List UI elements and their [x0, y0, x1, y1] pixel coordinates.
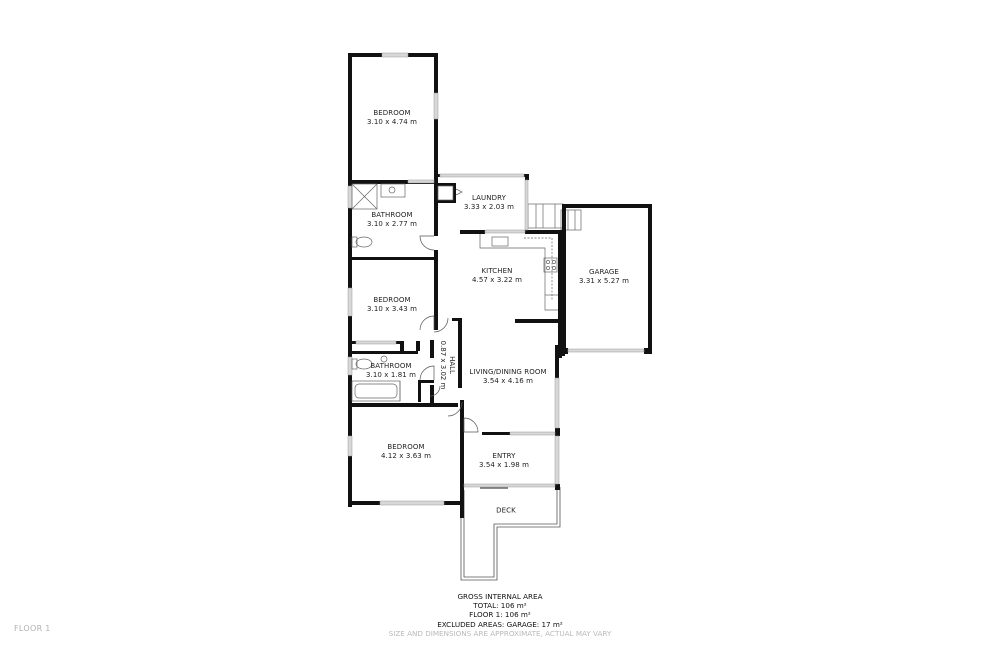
fixtures: [351, 183, 558, 489]
windows: [347, 52, 645, 506]
room-dims: 3.54 x 1.98 m: [478, 461, 530, 469]
area-excluded: EXCLUDED AREAS: GARAGE: 17 m²: [437, 619, 563, 629]
room-name: LAUNDRY: [471, 194, 506, 202]
room-name: BEDROOM: [387, 443, 425, 451]
room-name: BEDROOM: [373, 109, 411, 117]
floor-label: FLOOR 1: [14, 624, 51, 633]
room-dims: 4.57 x 3.22 m: [471, 276, 523, 284]
room-dims: 3.33 x 2.03 m: [463, 203, 515, 211]
room-name: BATHROOM: [370, 362, 412, 370]
room-bathroom-1: BATHROOM 3.10 x 2.77 m: [367, 211, 417, 229]
room-hall: HALL 0.87 x 3.02 m: [438, 341, 456, 390]
room-laundry: LAUNDRY 3.33 x 2.03 m: [464, 194, 514, 212]
room-dims: 3.10 x 2.77 m: [366, 220, 418, 228]
room-dims: 3.54 x 4.16 m: [482, 377, 534, 385]
room-name: GARAGE: [589, 268, 619, 276]
deck-outline: [460, 487, 561, 581]
area-floor1: FLOOR 1: 106 m²: [469, 610, 531, 620]
room-name: ENTRY: [492, 452, 516, 460]
room-name: HALL: [448, 356, 456, 374]
room-bedroom-2: BEDROOM 3.10 x 3.43 m: [367, 296, 417, 314]
room-entry: ENTRY 3.54 x 1.98 m: [479, 452, 529, 470]
room-name: BATHROOM: [371, 211, 413, 219]
room-bathroom-2: BATHROOM 3.10 x 1.81 m: [366, 362, 416, 380]
room-bedroom-1: BEDROOM 3.10 x 4.74 m: [367, 109, 417, 127]
area-disclaimer: SIZE AND DIMENSIONS ARE APPROXIMATE, ACT…: [388, 628, 612, 638]
room-dims: 3.10 x 4.74 m: [366, 118, 418, 126]
room-bedroom-3: BEDROOM 4.12 x 3.63 m: [381, 443, 431, 461]
room-name: KITCHEN: [481, 267, 513, 275]
room-living-dining: LIVING/DINING ROOM 3.54 x 4.16 m: [469, 368, 546, 386]
room-dims: 3.10 x 3.43 m: [366, 305, 418, 313]
room-dims: 3.31 x 5.27 m: [578, 277, 630, 285]
area-summary: GROSS INTERNAL AREA TOTAL: 106 m² FLOOR …: [389, 592, 612, 638]
room-dims: 0.87 x 3.02 m: [439, 340, 447, 390]
room-name: BEDROOM: [373, 296, 411, 304]
area-total: TOTAL: 106 m²: [473, 601, 527, 611]
room-name: DECK: [496, 506, 516, 515]
room-name: LIVING/DINING ROOM: [469, 368, 547, 376]
area-title: GROSS INTERNAL AREA: [457, 592, 543, 601]
room-dims: 4.12 x 3.63 m: [380, 452, 432, 460]
room-deck: DECK: [496, 507, 516, 516]
garage-steps: [527, 203, 582, 231]
room-dims: 3.10 x 1.81 m: [365, 371, 417, 379]
room-garage: GARAGE 3.31 x 5.27 m: [579, 268, 629, 286]
doors: [419, 235, 479, 433]
room-kitchen: KITCHEN 4.57 x 3.22 m: [472, 267, 522, 285]
